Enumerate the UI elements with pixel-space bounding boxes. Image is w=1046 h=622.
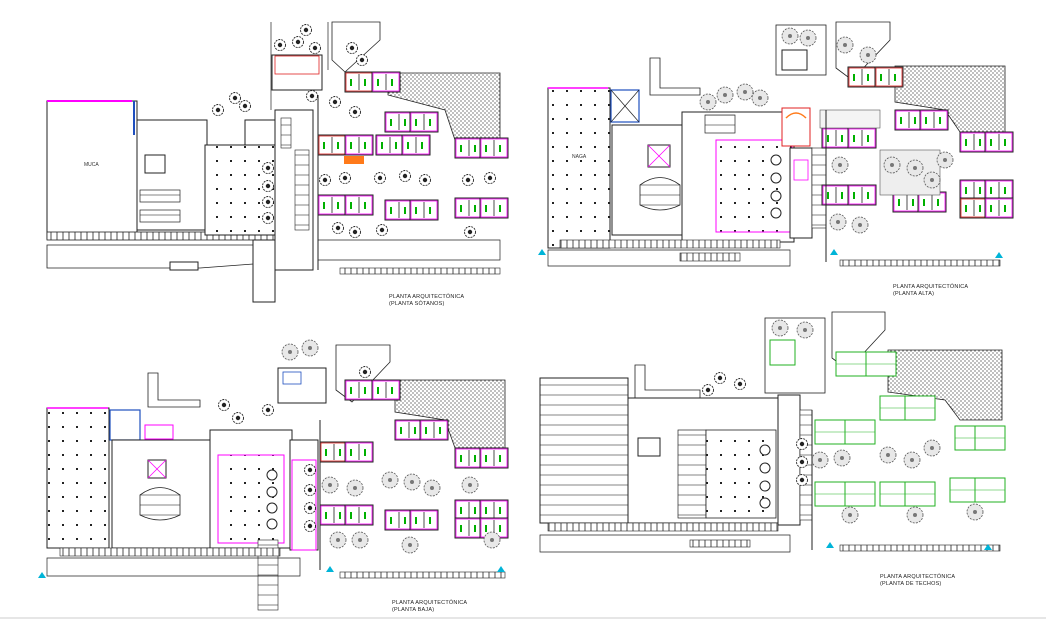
title-baja: PLANTA ARQUITECTÓNICA (PLANTA BAJA): [392, 600, 467, 614]
room-label-naga: NAGA: [572, 154, 587, 160]
title-alta: PLANTA ARQUITECTÓNICA (PLANTA ALTA): [893, 284, 968, 298]
title-line: PLANTA ARQUITECTÓNICA: [893, 284, 969, 290]
title-subline: (PLANTA ALTA): [893, 291, 935, 297]
plan-baja: [38, 339, 509, 611]
title-techos: PLANTA ARQUITECTÓNICA (PLANTA DE TECHOS): [880, 574, 955, 588]
title-line: PLANTA ARQUITECTÓNICA: [392, 600, 468, 606]
title-subline: (PLANTA DE TECHOS): [880, 581, 942, 587]
title-line: PLANTA ARQUITECTÓNICA: [389, 294, 465, 300]
title-subline: (PLANTA SÓTANOS): [389, 301, 445, 307]
title-line: PLANTA ARQUITECTÓNICA: [880, 574, 956, 580]
title-subline: (PLANTA BAJA): [392, 607, 435, 613]
plan-techos: [539, 311, 1006, 553]
plan-sotanos: [46, 21, 509, 303]
title-sotanos: PLANTA ARQUITECTÓNICA (PLANTA SÓTANOS): [389, 294, 464, 308]
room-label-muca: MUCA: [84, 162, 99, 168]
plan-alta: [538, 21, 1014, 267]
